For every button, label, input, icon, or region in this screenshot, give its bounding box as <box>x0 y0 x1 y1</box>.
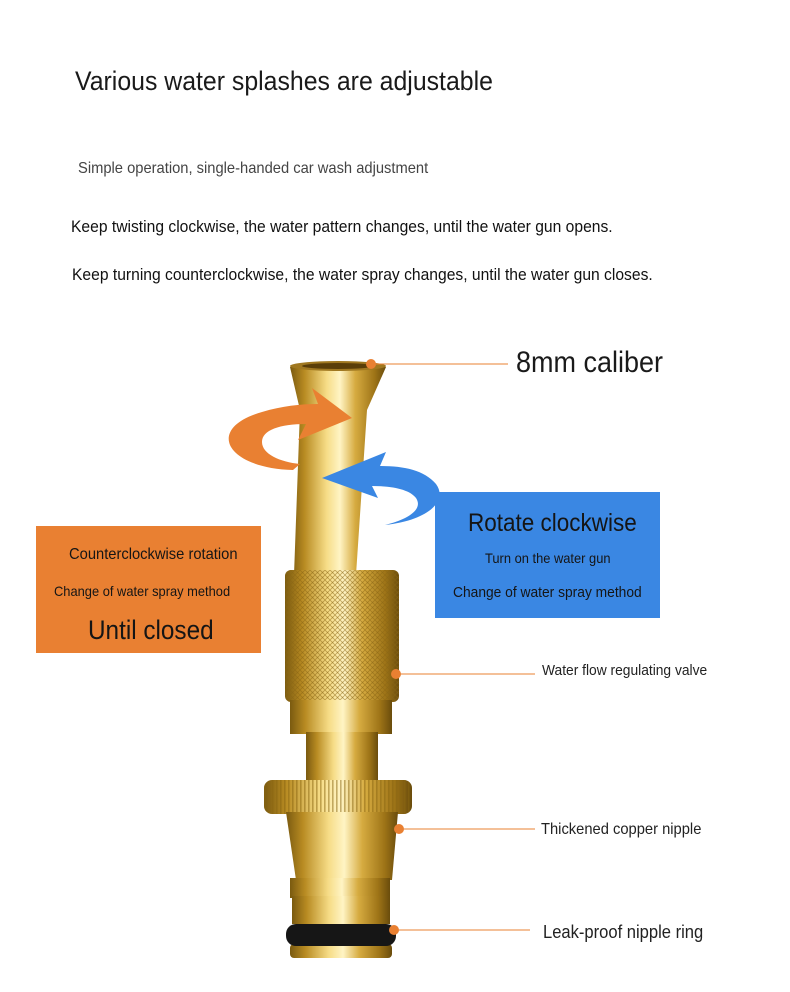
coupling-nut <box>264 780 412 814</box>
blue-curved-arrow-icon <box>322 452 440 525</box>
copper-nipple <box>286 812 398 958</box>
page-subtitle: Simple operation, single-handed car wash… <box>78 160 429 177</box>
clockwise-description: Keep twisting clockwise, the water patte… <box>71 217 613 236</box>
counterclockwise-result: Until closed <box>88 615 214 645</box>
nozzle-neck <box>306 732 378 782</box>
nipple-pointer <box>394 824 535 834</box>
counterclockwise-heading: Counterclockwise rotation <box>69 546 238 563</box>
counterclockwise-method: Change of water spray method <box>54 583 231 599</box>
valve-label: Water flow regulating valve <box>542 662 708 679</box>
clockwise-heading: Rotate clockwise <box>468 509 637 537</box>
regulating-sleeve <box>285 570 399 734</box>
clockwise-action: Turn on the water gun <box>485 550 611 566</box>
caliber-label: 8mm caliber <box>516 346 664 379</box>
clockwise-method: Change of water spray method <box>453 584 642 601</box>
caliber-pointer <box>366 359 508 369</box>
clockwise-box: Rotate clockwise Turn on the water gun C… <box>435 492 660 618</box>
leak-proof-ring <box>286 924 396 946</box>
valve-pointer <box>391 669 535 679</box>
counterclockwise-box: Counterclockwise rotation Change of wate… <box>36 526 261 653</box>
ring-pointer <box>389 925 530 935</box>
nipple-label: Thickened copper nipple <box>541 821 702 838</box>
page-title: Various water splashes are adjustable <box>75 66 493 96</box>
ring-label: Leak-proof nipple ring <box>543 922 704 942</box>
orange-curved-arrow-icon <box>228 388 352 470</box>
counterclockwise-description: Keep turning counterclockwise, the water… <box>72 265 653 284</box>
